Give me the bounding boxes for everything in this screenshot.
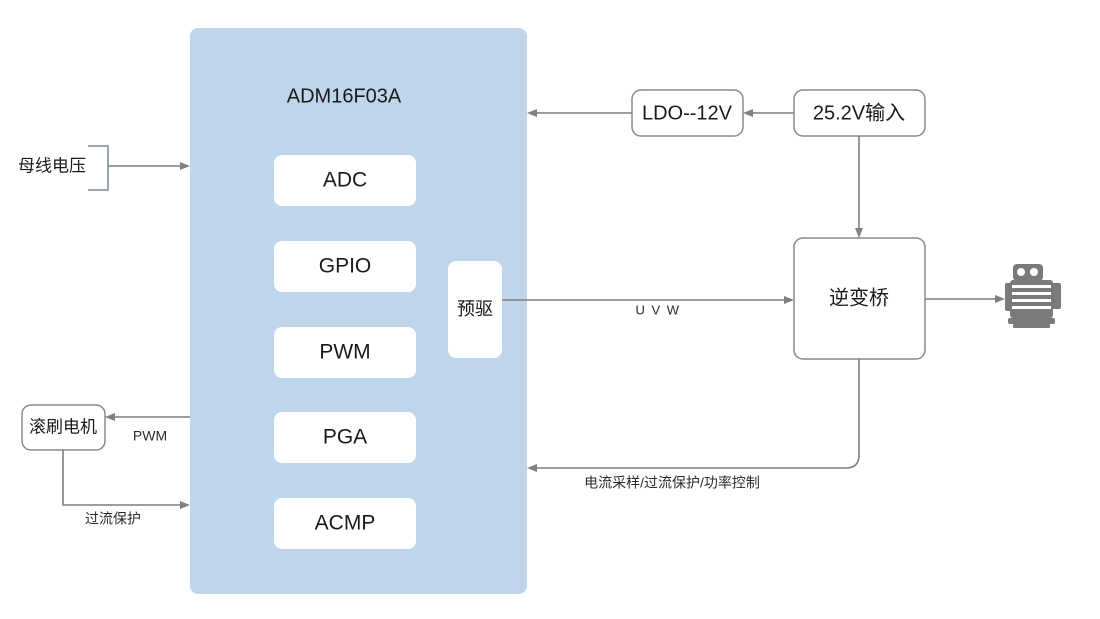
module-acmp-label: ACMP	[315, 512, 376, 535]
motor-icon	[1005, 264, 1061, 328]
label-feedback: 电流采样/过流保护/功率控制	[584, 475, 760, 491]
module-gpio-box[interactable]	[274, 241, 416, 292]
edge-inverter-feedback-arrowhead	[527, 464, 537, 472]
label-bus-voltage: 母线电压	[18, 156, 86, 175]
module-pga-label: PGA	[323, 426, 367, 449]
predriver-label: 预驱	[457, 299, 493, 319]
label-ocp-left: 过流保护	[85, 511, 141, 527]
node-ldo-label: LDO--12V	[642, 102, 733, 124]
node-roller-motor-label: 滚刷电机	[29, 417, 97, 436]
module-pwm-box[interactable]	[274, 327, 416, 378]
label-uvw: U V W	[635, 302, 680, 317]
label-pwm-out: PWM	[133, 428, 167, 444]
predriver-box[interactable]	[448, 261, 502, 358]
edge-inverter-feedback	[535, 359, 860, 469]
edge-roller-motor-ocp-arrowhead	[180, 501, 190, 509]
module-acmp-box[interactable]	[274, 498, 416, 549]
edge-mcu-to-roller-motor-arrowhead	[105, 413, 115, 421]
edge-ldo-to-mcu-arrowhead	[527, 109, 537, 117]
edge-supply-to-ldo-arrowhead	[743, 109, 753, 117]
module-pga-box[interactable]	[274, 412, 416, 463]
module-adc-label: ADC	[323, 169, 367, 192]
node-supply-label: 25.2V输入	[813, 101, 905, 124]
edge-bus-voltage-arrowhead	[180, 162, 190, 170]
bus-voltage-bracket	[88, 145, 109, 191]
edge-inverter-to-motor-arrowhead	[995, 295, 1005, 303]
node-inverter-label: 逆变桥	[829, 286, 889, 309]
edge-supply-to-inverter-arrowhead	[855, 228, 863, 238]
module-adc-box[interactable]	[274, 155, 416, 206]
edge-predriver-to-inverter-arrowhead	[784, 296, 794, 304]
module-pwm-label: PWM	[319, 341, 370, 364]
edge-roller-motor-ocp	[62, 450, 183, 506]
module-gpio-label: GPIO	[319, 255, 372, 278]
mcu-title: ADM16F03A	[287, 85, 402, 107]
